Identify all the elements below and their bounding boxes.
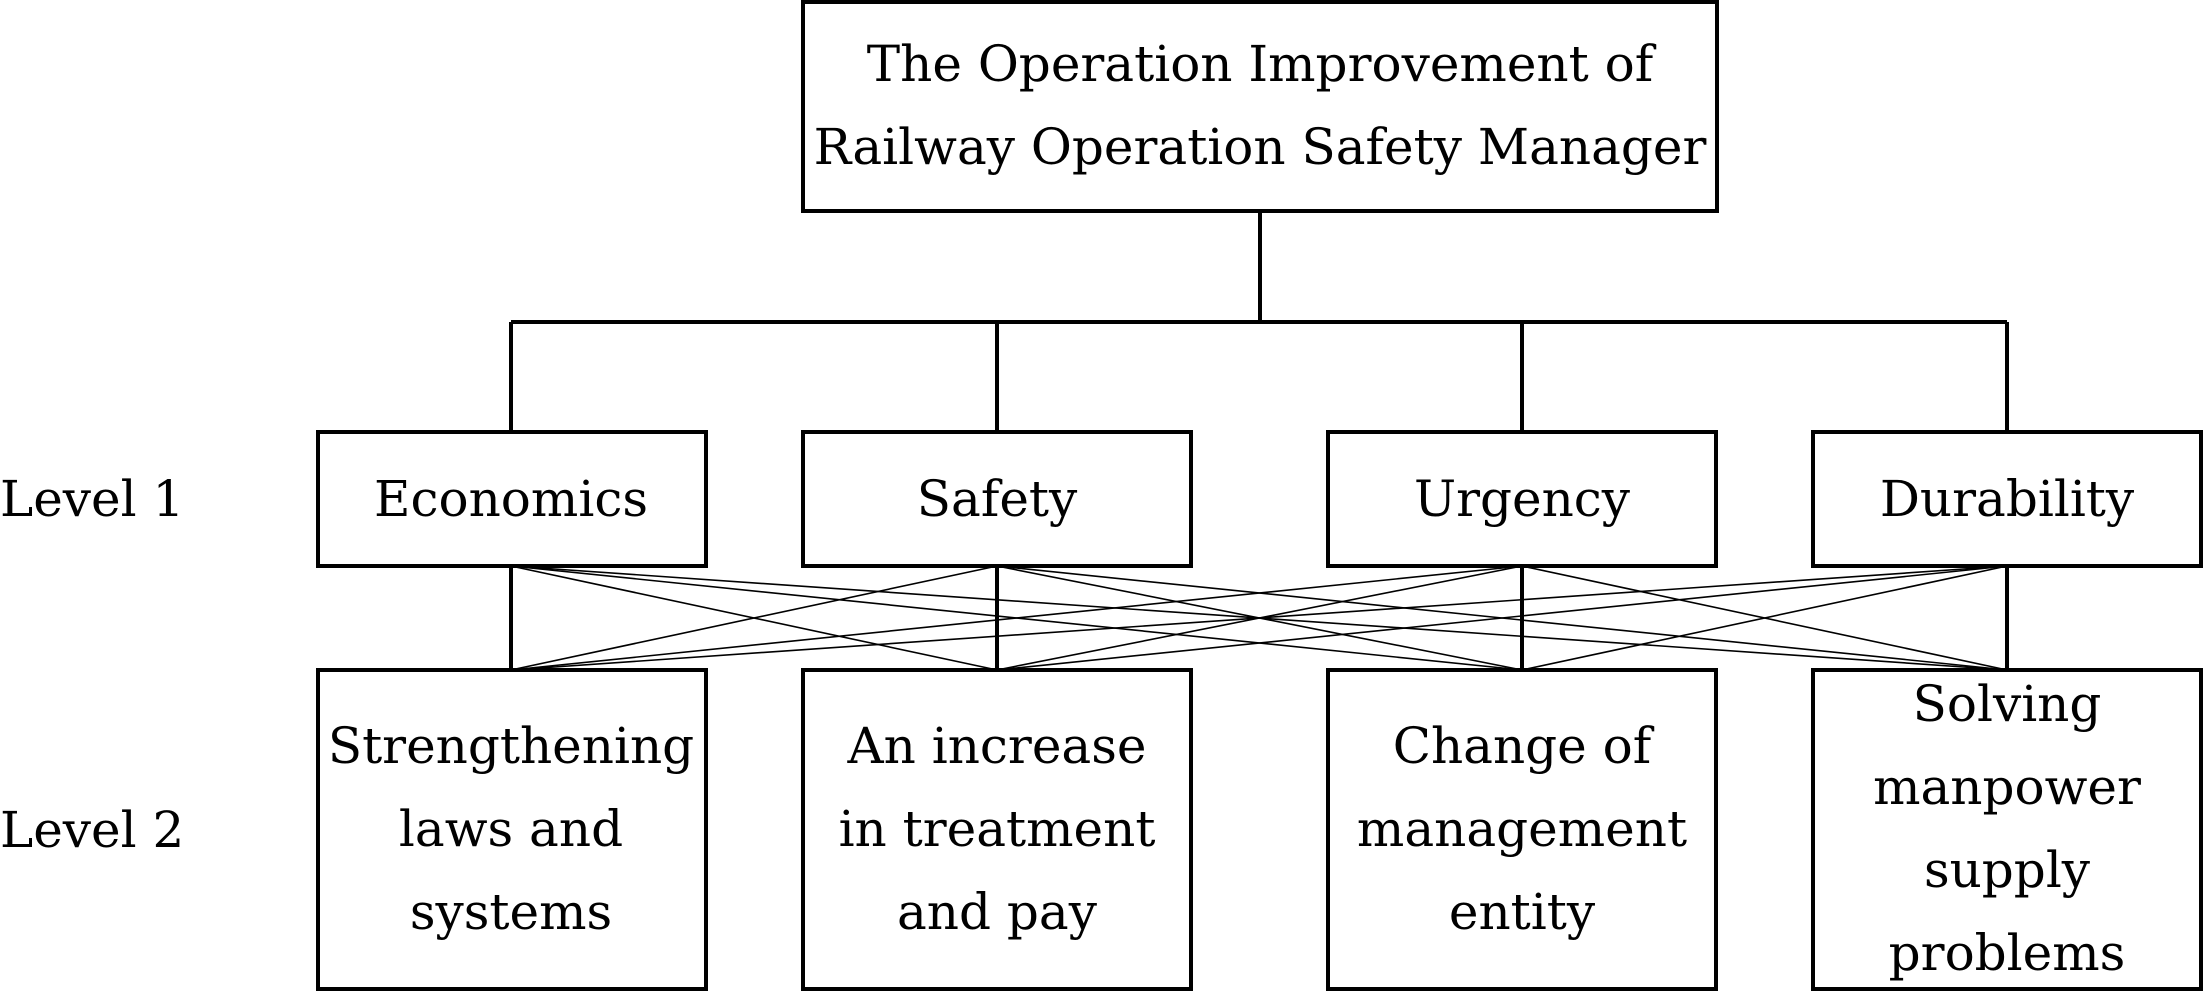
root-box: [801, 0, 1719, 213]
root-line-1: The Operation Improvement of: [867, 35, 1657, 93]
manpower-supply-line-4: problems: [1889, 924, 2126, 982]
economics-label: Economics: [374, 470, 648, 528]
cross-link-2-0: [510, 565, 1523, 671]
manpower-supply-line-3: supply: [1924, 841, 2091, 899]
strengthening-laws-box: [316, 668, 708, 991]
strengthening-laws-line-2: laws and: [399, 800, 623, 858]
cross-link-3-2: [1521, 565, 2008, 671]
level-2-label: Level 2: [0, 801, 184, 859]
increase-pay-line-3: and pay: [897, 883, 1098, 941]
economics-box: [316, 430, 708, 568]
cross-link-3-1: [996, 565, 2008, 671]
level2-nodes: Strengthening laws and systems An increa…: [316, 668, 2203, 991]
urgency-label: Urgency: [1414, 470, 1631, 528]
management-entity-line-1: Change of: [1393, 717, 1655, 775]
manpower-supply-box: [1811, 668, 2203, 991]
root-line-2: Railway Operation Safety Manager: [814, 118, 1707, 176]
strengthening-laws-line-1: Strengthening: [328, 717, 694, 775]
cross-link-3-0: [510, 565, 2008, 671]
management-entity-box: [1326, 668, 1718, 991]
manpower-supply-line-1: Solving: [1913, 675, 2102, 733]
increase-pay-line-2: in treatment: [839, 800, 1156, 858]
cross-links: [510, 565, 2008, 671]
manpower-supply-line-2: manpower: [1873, 758, 2141, 816]
increase-pay-line-1: An increase: [847, 717, 1147, 775]
level1-nodes: Economics Safety Urgency Durability: [316, 430, 2203, 568]
level-1-label: Level 1: [0, 470, 184, 528]
management-entity-line-3: entity: [1449, 883, 1596, 941]
strengthening-laws-line-3: systems: [410, 883, 612, 941]
root-node: The Operation Improvement of Railway Ope…: [801, 0, 1719, 213]
vertical-links: [509, 566, 2009, 670]
root-connectors: [509, 211, 2009, 432]
safety-box: [801, 430, 1193, 568]
durability-label: Durability: [1880, 470, 2135, 528]
safety-label: Safety: [917, 470, 1078, 528]
management-entity-line-2: management: [1357, 800, 1687, 858]
urgency-box: [1326, 430, 1718, 568]
increase-pay-box: [801, 668, 1193, 991]
cross-link-1-0: [510, 565, 998, 671]
durability-box: [1811, 430, 2203, 568]
